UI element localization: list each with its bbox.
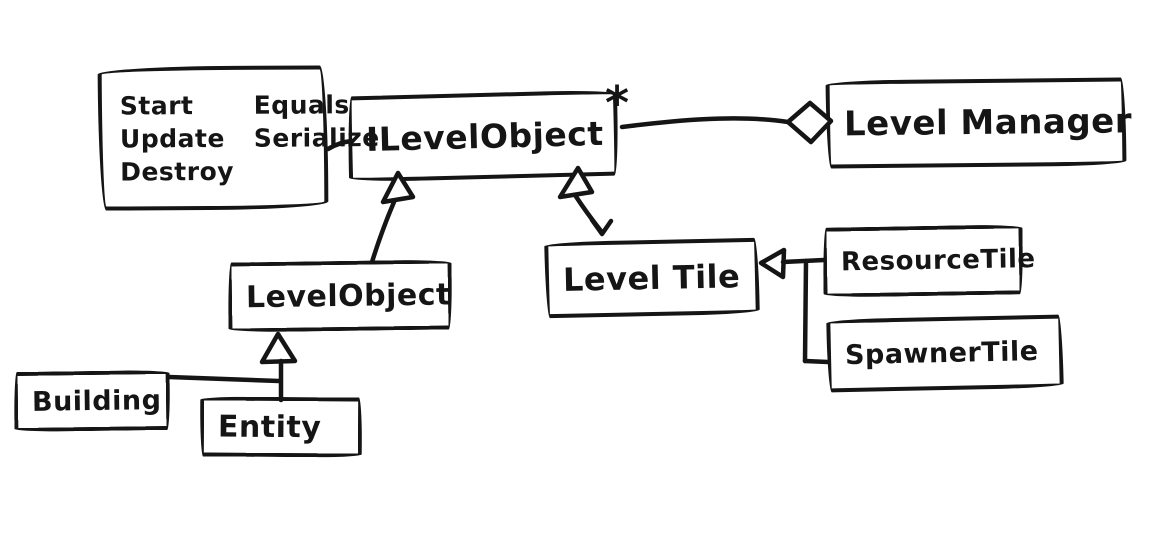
node-level-tile: Level Tile [544,237,760,319]
methods-note-columns: Start Update Destroy Equals Serialize [102,88,380,188]
leveltile-children-triangle [758,247,787,280]
resourcetile-line [780,257,827,265]
method-label-destroy: Destroy [120,156,235,186]
aggregation-diamond [785,100,834,145]
node-level-tile-label: Level Tile [562,257,741,299]
node-building: Building [13,369,171,433]
node-entity: Entity [199,396,363,458]
tile-branch-vertical-line [802,258,809,364]
node-ilevelobject: ILevelObject [346,89,620,183]
method-label-update: Update [119,123,225,153]
node-resource-tile: ResourceTile [822,224,1036,298]
leveltile-realization-arrowhead [589,217,614,237]
levelobject-realization-line [369,199,397,265]
node-level-manager-label: Level Manager [843,101,1133,145]
method-label-start: Start [119,90,194,120]
node-level-manager: Level Manager [825,77,1132,169]
node-building-label: Building [31,384,162,418]
node-spawner-tile-label: SpawnerTile [844,336,1039,372]
building-line [166,374,282,384]
aggregation-line [619,116,791,130]
node-methods-note: Start Update Destroy Equals Serialize [97,65,380,211]
node-resource-tile-label: ResourceTile [840,244,1036,278]
leveltile-realization-line [572,192,604,234]
levelobject-children-triangle [259,331,298,365]
spawnertile-line [802,358,831,365]
node-level-object: LevelObject [227,259,453,333]
aggregation-multiplicity: * [605,76,630,130]
methods-note-column-1: Start Update Destroy [120,88,234,188]
node-ilevelobject-label: ILevelObject [365,113,605,159]
node-level-object-label: LevelObject [245,276,452,315]
node-entity-label: Entity [217,409,322,445]
node-spawner-tile: SpawnerTile [826,314,1064,393]
